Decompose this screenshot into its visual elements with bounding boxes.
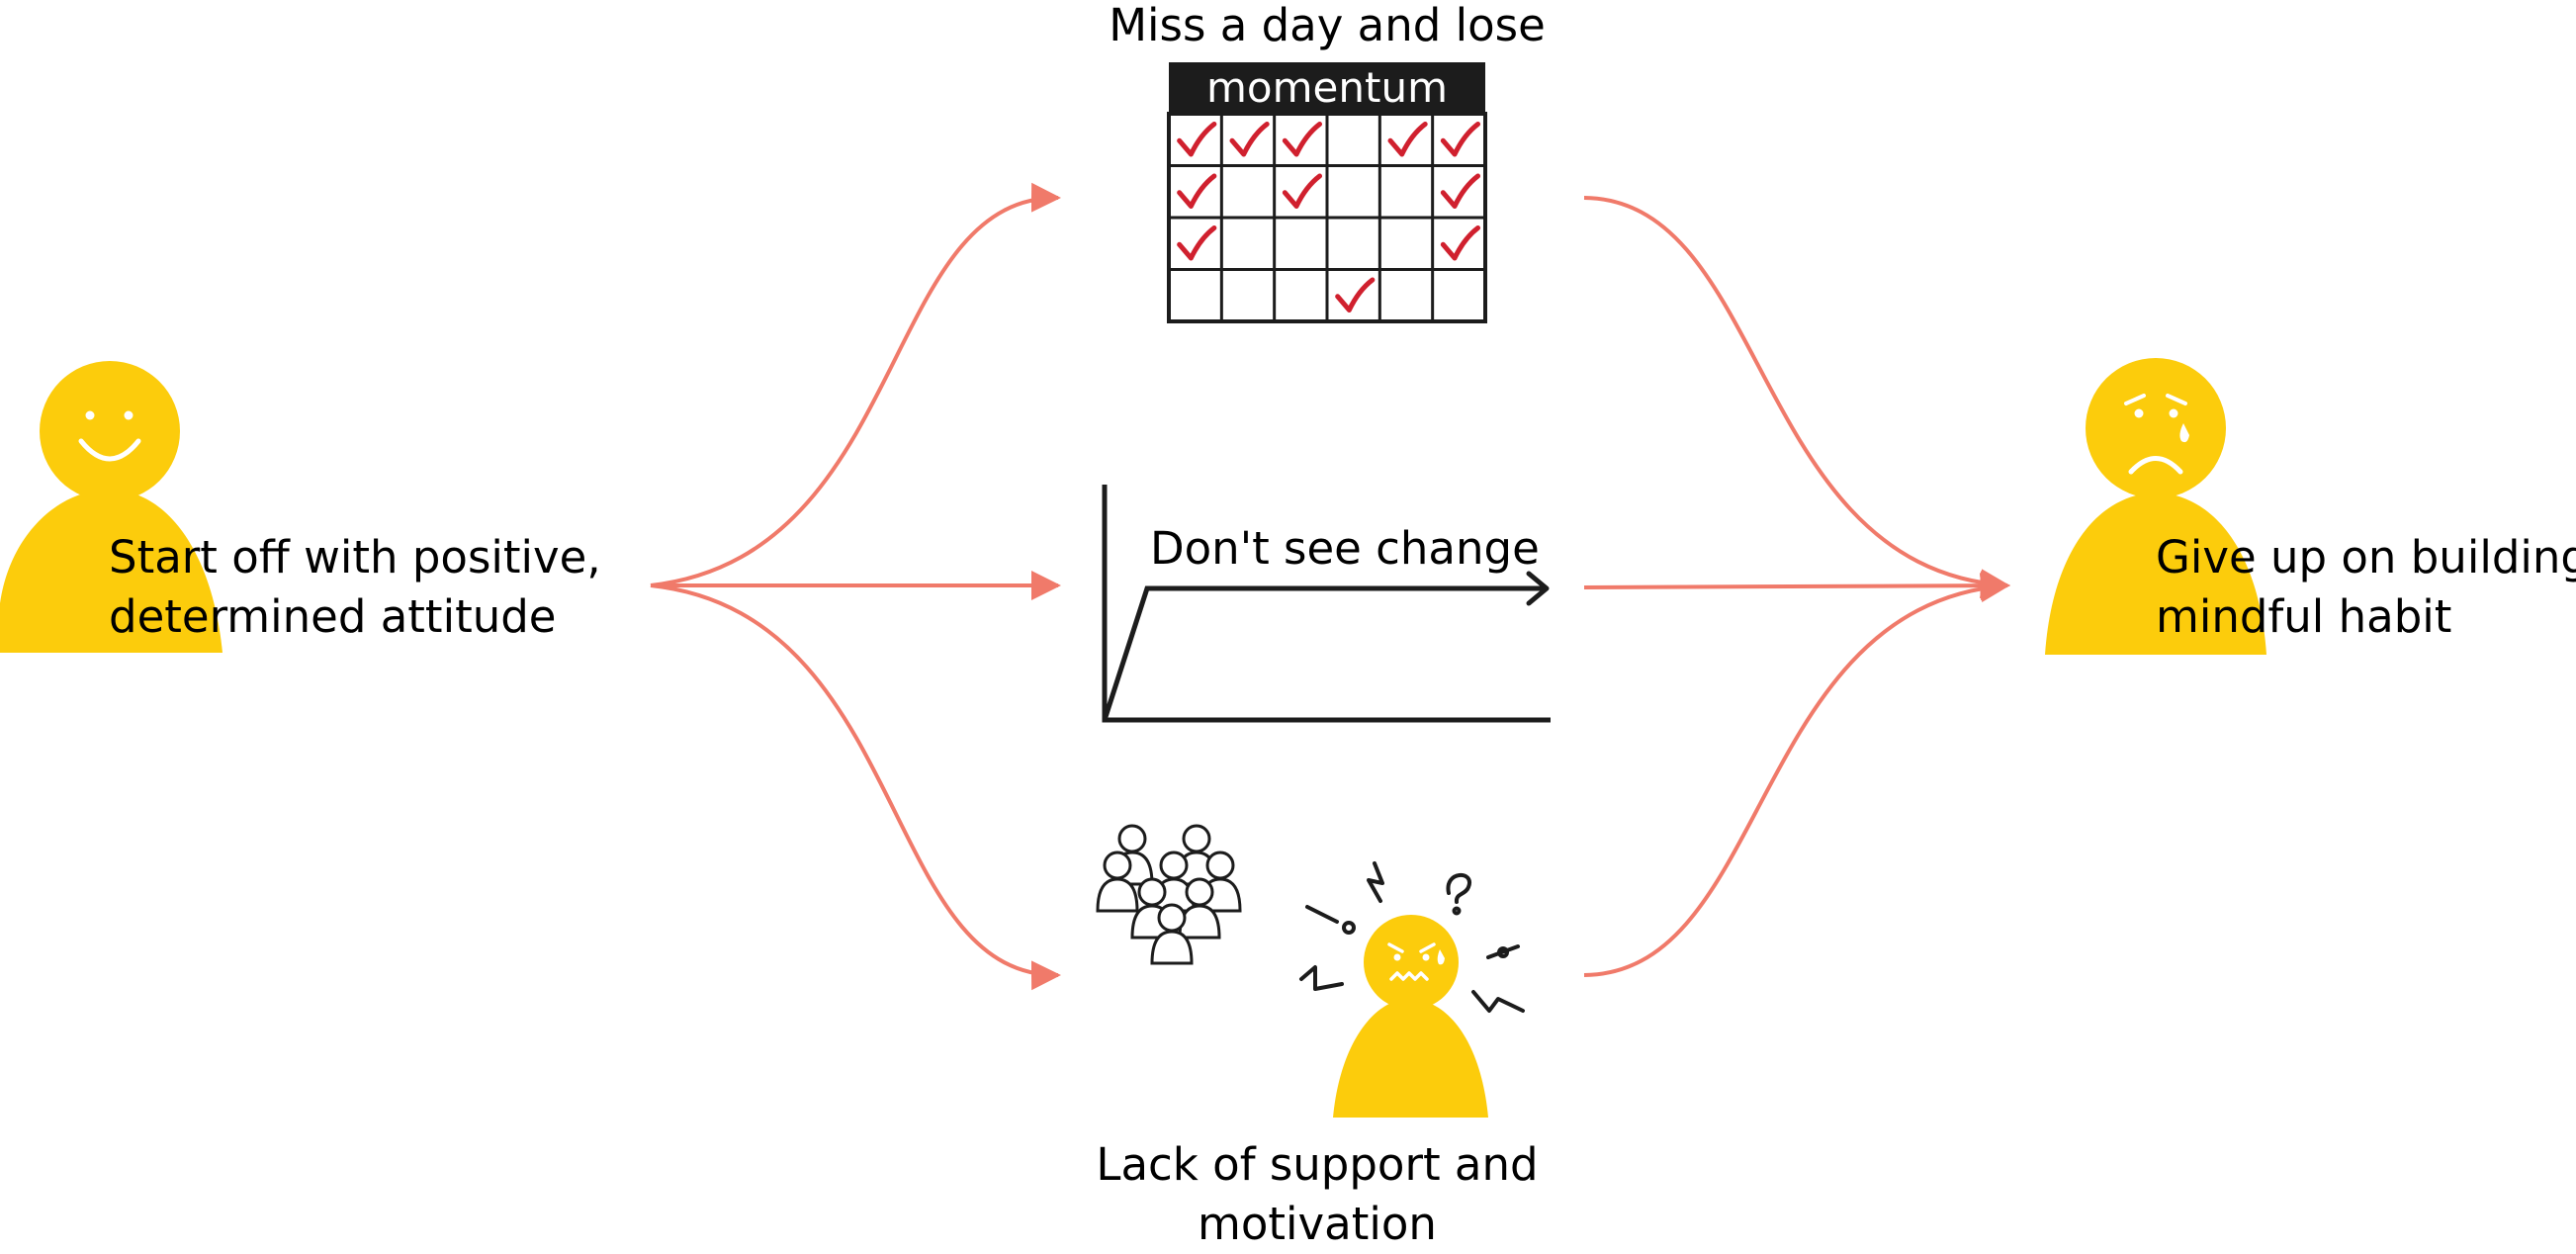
start-label-line-2: determined attitude: [109, 590, 557, 643]
support-label-line-1: Lack of support and: [1096, 1138, 1539, 1191]
arrow-start-to-momentum: [650, 182, 1061, 587]
checkmark-icon: [1440, 122, 1481, 157]
checkmark-icon: [1282, 122, 1323, 157]
stressed-person-icon: [1299, 861, 1525, 1118]
checkmark-icon: [1440, 225, 1481, 261]
checkmark-icon: [1282, 173, 1323, 209]
momentum-node-label: Miss a day and lose: [1109, 0, 1546, 51]
arrow-momentum-to-end: [1583, 196, 2010, 599]
checkmark-icon: [1387, 122, 1428, 157]
calendar-grid: [1167, 112, 1487, 323]
arrow-support-to-end: [1583, 573, 2010, 977]
checkmark-icon: [1177, 122, 1217, 157]
end-node-label: Give up on building mindful habit: [2156, 528, 2576, 647]
support-node-label: Lack of support and motivation: [1001, 1135, 1634, 1254]
start-node-label: Start off with positive, determined atti…: [109, 528, 601, 647]
calendar-icon: [1167, 62, 1487, 323]
checkmark-icon: [1440, 173, 1481, 209]
crowd-icon: [1096, 824, 1242, 965]
checkmark-icon: [1229, 122, 1270, 157]
crowd-person-icon: [1130, 877, 1174, 940]
calendar-header-label: momentum: [1206, 63, 1448, 112]
sad-person-icon: [2045, 358, 2266, 655]
end-label-line-2: mindful habit: [2156, 590, 2452, 643]
arrow-start-to-support: [650, 583, 1061, 991]
flat-line-chart-icon: [1102, 485, 1551, 723]
arrow-change-to-end: [1583, 571, 2010, 601]
support-label-line-2: motivation: [1198, 1198, 1437, 1250]
crowd-person-icon: [1096, 851, 1139, 913]
checkmark-icon: [1177, 173, 1217, 209]
crowd-person-icon: [1199, 851, 1242, 913]
checkmark-icon: [1177, 225, 1217, 261]
end-label-line-1: Give up on building: [2156, 531, 2576, 583]
checkmark-icon: [1335, 277, 1376, 313]
happy-person-icon: [0, 361, 222, 653]
change-node-label: Don't see change: [1150, 522, 1540, 575]
start-label-line-1: Start off with positive,: [109, 531, 601, 583]
crowd-person-icon: [1178, 877, 1221, 940]
connector-arrows: [650, 182, 2010, 991]
crowd-person-icon: [1150, 903, 1194, 965]
